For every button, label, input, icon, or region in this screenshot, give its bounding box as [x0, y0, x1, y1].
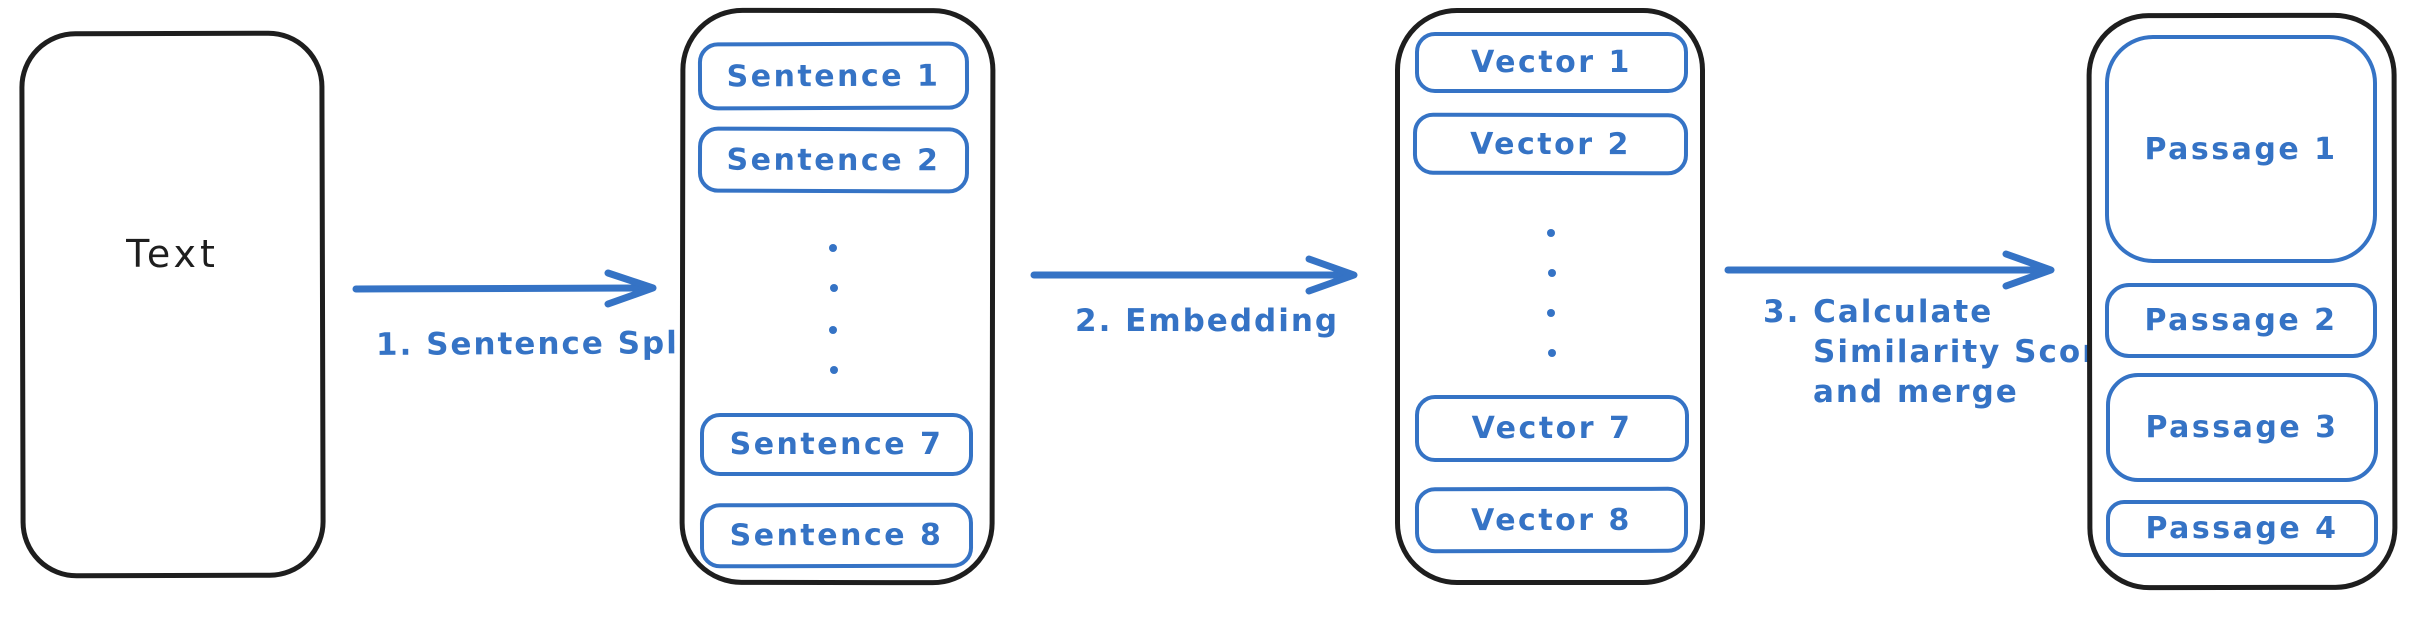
arrow-sentence-split — [352, 269, 657, 308]
arrow-label-line: and merge — [1813, 374, 2019, 410]
ellipsis-dot — [829, 326, 837, 334]
arrowhead-icon — [604, 269, 657, 308]
arrow-similarity-merge — [1724, 250, 2055, 290]
sentence-2-box: Sentence 2 — [697, 126, 970, 194]
text-label: Text — [126, 232, 219, 276]
ellipsis-dot — [829, 244, 837, 252]
panel-text — [19, 30, 326, 579]
arrowhead-icon — [1305, 255, 1358, 295]
sentence-7-box: Sentence 7 — [700, 413, 973, 476]
arrow-label-line: Similarity Score — [1813, 334, 2123, 370]
ellipsis-dot — [830, 366, 838, 374]
sentence-1-box: Sentence 1 — [697, 41, 970, 111]
passage-2-box: Passage 2 — [2105, 283, 2377, 358]
ellipsis-dot — [1547, 309, 1555, 317]
arrow-label-line: 3. Calculate — [1763, 294, 1994, 330]
vector-8-box: Vector 8 — [1414, 486, 1689, 554]
ellipsis-dot — [1547, 229, 1555, 237]
arrow-label-embedding: 2. Embedding — [1075, 303, 1340, 339]
ellipsis-dot — [830, 284, 838, 292]
passage-1-box: Passage 1 — [2105, 35, 2377, 263]
arrow-embedding — [1030, 255, 1358, 295]
ellipsis-dot — [1548, 269, 1556, 277]
sentence-8-box: Sentence 8 — [699, 502, 974, 569]
passage-3-box: Passage 3 — [2106, 373, 2378, 482]
vector-1-box: Vector 1 — [1415, 32, 1688, 93]
passage-4-box: Passage 4 — [2106, 500, 2378, 557]
arrow-label-sentence-split: 1. Sentence Split — [375, 325, 709, 363]
arrow-label-similarity-merge: 3. Calculate Similarity Score and merge — [1763, 292, 2122, 412]
ellipsis-dot — [1548, 349, 1556, 357]
arrowhead-icon — [2002, 250, 2055, 290]
vector-7-box: Vector 7 — [1415, 395, 1689, 462]
vector-2-box: Vector 2 — [1412, 112, 1689, 176]
